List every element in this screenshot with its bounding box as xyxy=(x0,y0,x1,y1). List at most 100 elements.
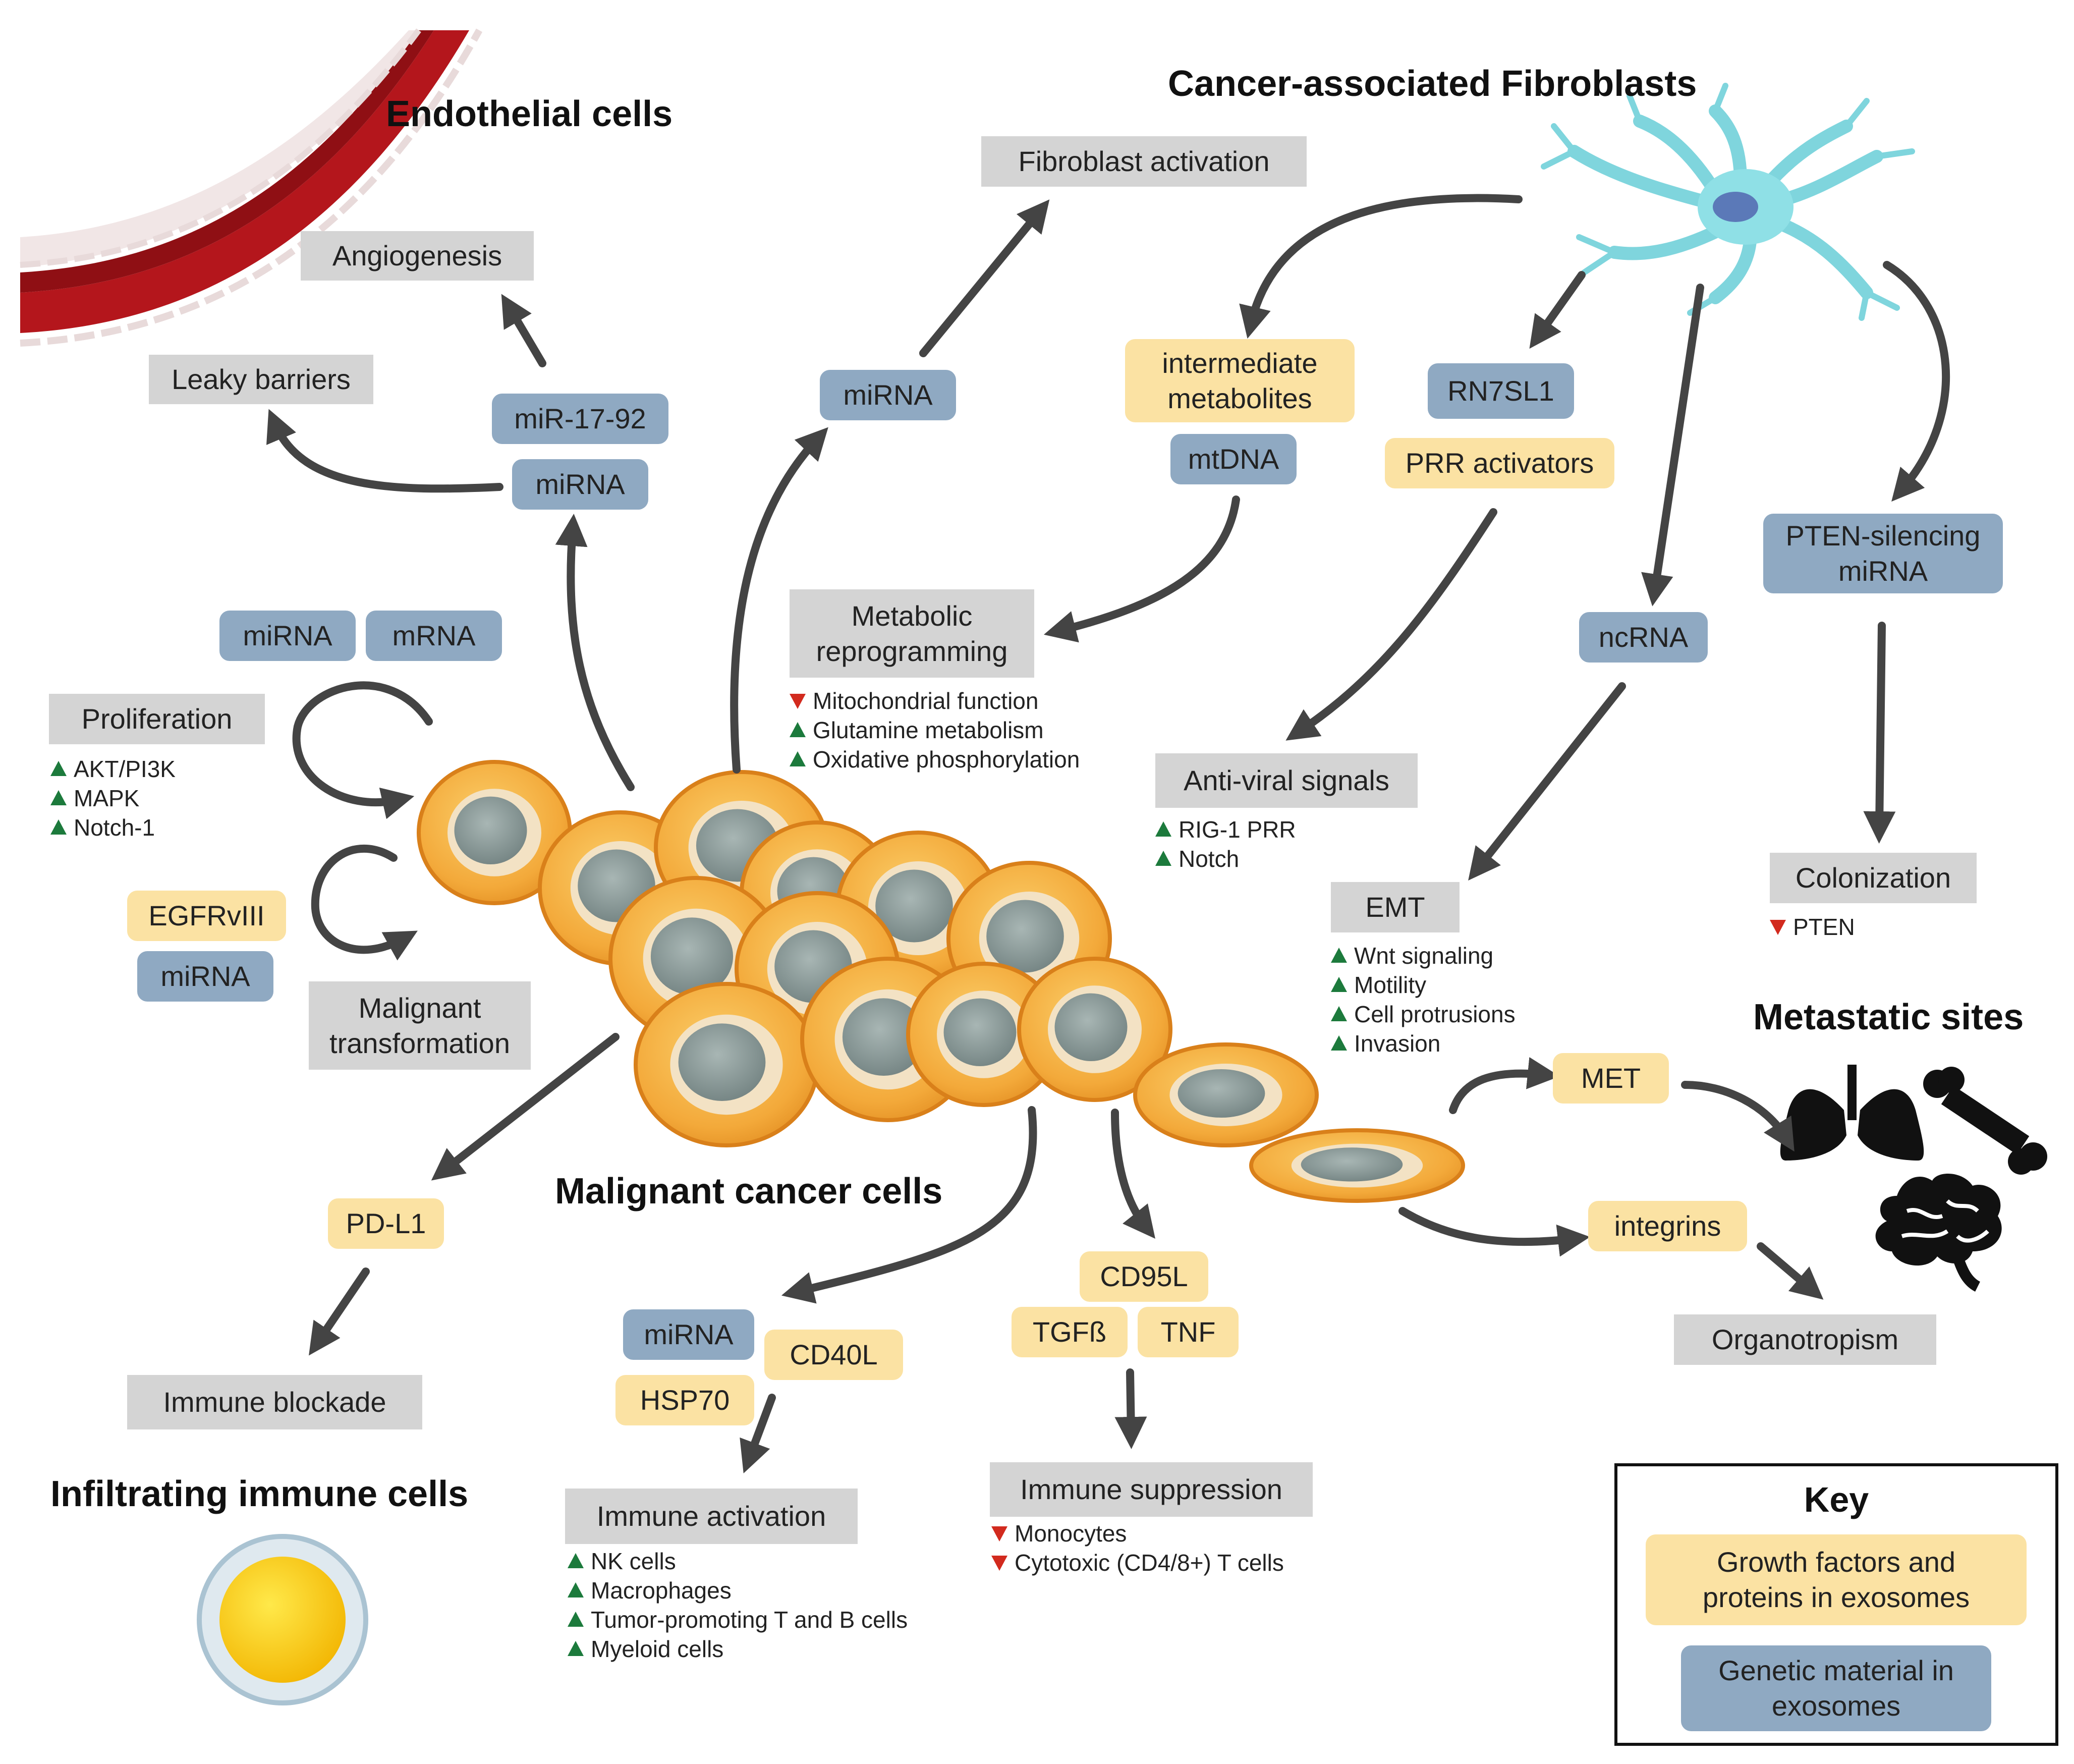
emt-effects-list: Wnt signaling Motility Cell protrusions … xyxy=(1331,941,1516,1058)
immune-activation-effect-2: Macrophages xyxy=(568,1576,908,1605)
arrow-integrins-to-organotropism xyxy=(1757,1242,1824,1300)
anti-viral-effect-2: Notch xyxy=(1155,844,1296,873)
proliferation-pathway-1: AKT/PI3K xyxy=(50,754,176,784)
header-infiltrating-immune-cells: Infiltrating immune cells xyxy=(50,1474,469,1514)
angiogenesis-box: Angiogenesis xyxy=(301,231,534,281)
arrow-pten-mirna-to-colonization xyxy=(1863,622,1896,844)
arrow-mtdna-to-metabolic xyxy=(1043,495,1240,643)
proliferation-box: Proliferation xyxy=(49,694,265,744)
arrow-fibroblast-to-pten-mirna xyxy=(1883,261,1950,502)
cancer-cell xyxy=(634,982,819,1147)
cd95l-box: CD95L xyxy=(1080,1251,1208,1302)
mir-17-92-box: miR-17-92 xyxy=(492,394,668,444)
header-endothelial-cells: Endothelial cells xyxy=(386,94,673,134)
arrow-tumor-to-integrins xyxy=(1398,1207,1590,1257)
brain-icon xyxy=(1875,1174,2002,1292)
fibroblast-activation-box: Fibroblast activation xyxy=(981,136,1307,187)
metabolic-effect-1: Mitochondrial function xyxy=(790,686,1080,715)
pten-silencing-mirna-box: PTEN-silencing miRNA xyxy=(1763,514,2003,593)
proliferation-mrna-box: mRNA xyxy=(366,611,502,661)
emt-effect-1: Wnt signaling xyxy=(1331,941,1516,970)
colonization-effects-list: PTEN xyxy=(1770,912,1855,942)
arrow-tumor-to-met xyxy=(1449,1057,1560,1114)
arrow-prr-to-antiviral xyxy=(1285,508,1497,741)
arrow-pd-l1-to-immune-blockade xyxy=(309,1267,370,1356)
immune-activation-effects-list: NK cells Macrophages Tumor-promoting T a… xyxy=(568,1547,908,1664)
emt-effect-2: Motility xyxy=(1331,970,1516,1000)
metabolic-effects-list: Mitochondrial function Glutamine metabol… xyxy=(790,686,1080,774)
colonization-effect-1: PTEN xyxy=(1770,912,1855,942)
anti-viral-effects-list: RIG-1 PRR Notch xyxy=(1155,815,1296,873)
met-box: MET xyxy=(1553,1053,1669,1104)
cancer-cell xyxy=(417,760,572,905)
endothelial-mirna-box: miRNA xyxy=(512,459,648,510)
header-malignant-cancer-cells: Malignant cancer cells xyxy=(555,1171,943,1211)
immune-suppression-box: Immune suppression xyxy=(990,1462,1313,1517)
organotropism-box: Organotropism xyxy=(1674,1314,1936,1365)
immune-mirna-box: miRNA xyxy=(623,1309,754,1360)
metabolic-reprogramming-box: Metabolic reprogramming xyxy=(790,589,1034,678)
header-metastatic-sites: Metastatic sites xyxy=(1753,997,2024,1037)
arrow-ncrna-to-emt xyxy=(1468,682,1626,881)
proliferation-loop-arrow xyxy=(292,681,433,819)
header-cancer-associated-fibroblasts: Cancer-associated Fibroblasts xyxy=(1168,64,1697,104)
egfrviii-box: EGFRvIII xyxy=(127,891,286,941)
cancer-cell xyxy=(1133,1042,1319,1147)
emt-effect-3: Cell protrusions xyxy=(1331,1000,1516,1029)
immune-suppression-effects-list: Monocytes Cytotoxic (CD4/8+) T cells xyxy=(991,1519,1284,1577)
flow-arrows xyxy=(266,194,1950,1473)
proliferation-mirna-box: miRNA xyxy=(219,611,356,661)
arrow-fibroblast-to-ncrna xyxy=(1641,284,1704,607)
hsp70-box: HSP70 xyxy=(615,1375,754,1425)
arrow-tumor-to-pd-l1 xyxy=(431,1033,620,1181)
bone-icon xyxy=(1923,1067,2047,1175)
arrow-fibroblast-to-metabolites xyxy=(1239,194,1523,339)
cd40l-box: CD40L xyxy=(764,1330,903,1380)
metabolic-effect-3: Oxidative phosphorylation xyxy=(790,745,1080,774)
arrow-mirna-to-fibroblast-activation xyxy=(919,199,1050,357)
cancer-cell-cluster-icon xyxy=(417,760,1465,1203)
immune-activation-effect-4: Myeloid cells xyxy=(568,1634,908,1664)
fibroblast-mirna-box: miRNA xyxy=(820,370,956,420)
key-title: Key xyxy=(1804,1480,1869,1519)
arrow-tumor-to-fibroblast-mirna xyxy=(730,427,828,774)
arrow-cytokines-to-immune-suppression xyxy=(1114,1368,1147,1449)
pd-l1-box: PD-L1 xyxy=(328,1198,444,1249)
arrow-mirna-to-leaky-barriers xyxy=(266,409,503,493)
immune-activation-box: Immune activation xyxy=(565,1489,858,1544)
rn7sl1-box: RN7SL1 xyxy=(1428,363,1574,419)
blood-vessel-icon xyxy=(20,28,483,347)
lungs-icon xyxy=(1780,1065,1924,1161)
emt-box: EMT xyxy=(1331,882,1460,932)
anti-viral-signals-box: Anti-viral signals xyxy=(1155,753,1418,808)
key-growth-factors-swatch: Growth factors and proteins in exosomes xyxy=(1646,1534,2027,1625)
cancer-cell xyxy=(1249,1128,1465,1203)
immune-activation-effect-3: Tumor-promoting T and B cells xyxy=(568,1605,908,1634)
fibroblast-cell-icon xyxy=(1541,83,1915,321)
transformation-loop-arrow xyxy=(311,844,418,961)
intermediate-metabolites-box: intermediate metabolites xyxy=(1125,339,1355,422)
arrow-mirna-to-angiogenesis xyxy=(501,294,546,367)
immune-blockade-box: Immune blockade xyxy=(127,1375,422,1429)
arrow-tumor-to-immune-mirna xyxy=(781,1106,1037,1304)
arrow-hsp70-to-immune-activation xyxy=(740,1394,776,1473)
arrow-fibroblast-to-rn7sl1 xyxy=(1529,271,1586,349)
leaky-barriers-box: Leaky barriers xyxy=(149,355,373,404)
immune-suppression-effect-1: Monocytes xyxy=(991,1519,1284,1548)
arrow-tumor-to-endothelial-mirna xyxy=(555,514,635,791)
prr-activators-box: PRR activators xyxy=(1385,438,1614,488)
ncrna-box: ncRNA xyxy=(1579,612,1708,663)
malignant-transformation-box: Malignant transformation xyxy=(309,981,531,1070)
metabolic-effect-2: Glutamine metabolism xyxy=(790,715,1080,745)
proliferation-pathway-3: Notch-1 xyxy=(50,813,176,842)
mtdna-box: mtDNA xyxy=(1170,434,1297,484)
cancer-cell xyxy=(906,962,1061,1107)
immune-activation-effect-1: NK cells xyxy=(568,1547,908,1576)
proliferation-pathways-list: AKT/PI3K MAPK Notch-1 xyxy=(50,754,176,842)
cancer-cell xyxy=(608,876,784,1041)
immune-cell-icon xyxy=(197,1534,368,1705)
tgfb-box: TGFß xyxy=(1012,1307,1128,1357)
emt-effect-4: Invasion xyxy=(1331,1029,1516,1058)
